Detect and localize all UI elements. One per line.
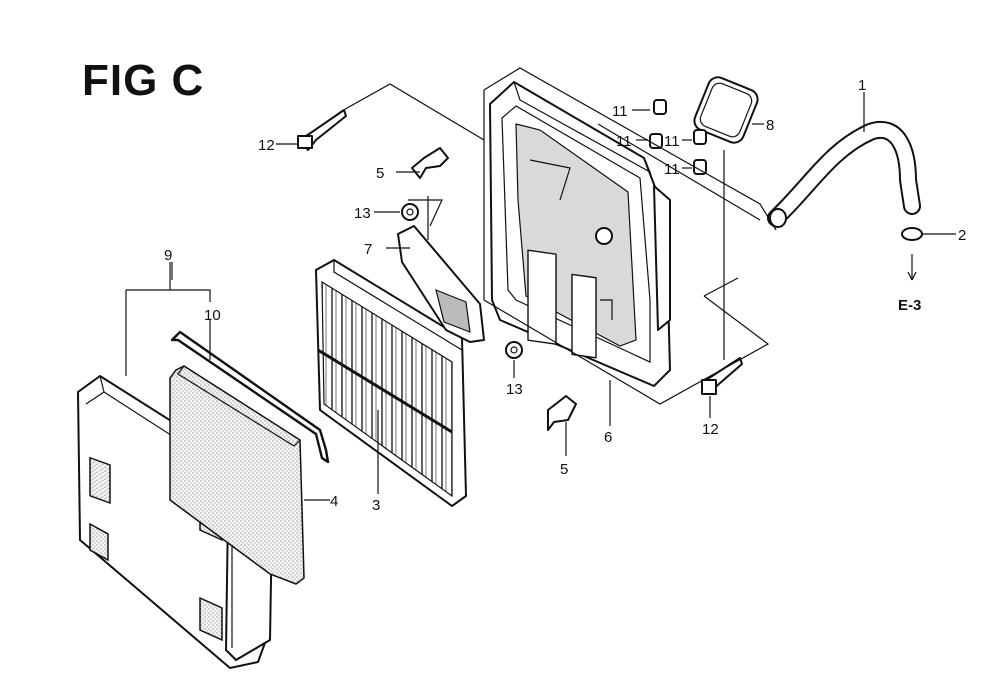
breather-tube-part-1 bbox=[767, 121, 921, 228]
callout-12-upper: 12 bbox=[258, 137, 275, 154]
foam-prefilter-part-4 bbox=[169, 365, 305, 585]
seal-part-8 bbox=[693, 76, 759, 144]
nuts-part-13 bbox=[401, 203, 523, 359]
callout-11-c: 11 bbox=[664, 133, 680, 150]
cross-reference-label: E-3 bbox=[898, 297, 921, 314]
callout-4: 4 bbox=[330, 493, 338, 510]
outer-cover-part-9 bbox=[77, 375, 273, 669]
callout-6: 6 bbox=[604, 429, 612, 446]
bolts-part-12 bbox=[297, 109, 743, 395]
callout-labels: 1 2 3 4 5 5 6 7 8 9 10 11 11 11 11 12 12… bbox=[164, 77, 966, 514]
callout-3: 3 bbox=[372, 497, 380, 514]
gasket-part-10 bbox=[170, 330, 330, 464]
vent-grille bbox=[89, 456, 111, 505]
callout-2: 2 bbox=[958, 227, 966, 244]
hose-clip-part-2 bbox=[901, 227, 923, 241]
callout-7: 7 bbox=[364, 241, 372, 258]
callout-5-upper: 5 bbox=[376, 165, 384, 182]
callout-12-lower: 12 bbox=[702, 421, 719, 438]
callout-5-lower: 5 bbox=[560, 461, 568, 478]
callout-10: 10 bbox=[204, 307, 221, 324]
assembly-outline bbox=[125, 67, 777, 405]
filter-element-part-3 bbox=[315, 259, 467, 507]
callout-8: 8 bbox=[766, 117, 774, 134]
filter-case-part-6 bbox=[489, 81, 671, 387]
caps-part-11 bbox=[649, 99, 707, 175]
leader-lines bbox=[171, 92, 956, 501]
callout-11-d: 11 bbox=[664, 161, 680, 178]
figure-title: FIG C bbox=[82, 56, 205, 105]
callout-13-lower: 13 bbox=[506, 381, 523, 398]
callout-13-upper: 13 bbox=[354, 205, 371, 222]
callout-11-b: 11 bbox=[616, 133, 632, 150]
plate-part-7 bbox=[397, 225, 485, 343]
callout-1: 1 bbox=[858, 77, 866, 94]
clips-part-5 bbox=[411, 147, 577, 431]
callout-9: 9 bbox=[164, 247, 172, 264]
callout-11-a: 11 bbox=[612, 103, 628, 120]
